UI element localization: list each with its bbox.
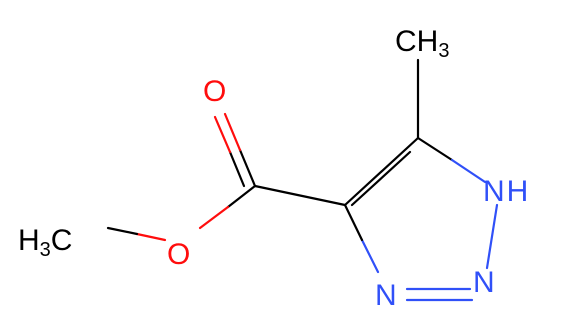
bond-c4-carbonyl xyxy=(253,184,347,207)
atom-o-ester: O xyxy=(167,238,190,271)
bond-carbonyl-o-double-carbon-half xyxy=(228,150,246,188)
bond-c5-c4-double xyxy=(350,150,412,207)
bond-n3-c4-nitrogen-half xyxy=(360,238,380,274)
atom-ch3-top: CH3 xyxy=(395,25,449,62)
bond-ester-o-methyl-oxygen-half xyxy=(135,232,167,242)
atom-nh: NH xyxy=(483,175,528,208)
bond-n1-n2 xyxy=(485,203,499,270)
atom-h3c-left: H3C xyxy=(18,224,72,261)
bond-carbonyl-o-oxygen-half xyxy=(223,112,242,152)
bonds xyxy=(106,58,499,302)
atom-n-right: N xyxy=(473,266,495,299)
atom-o-carbonyl: O xyxy=(203,75,226,108)
bond-ester-o-methyl-carbon-half xyxy=(106,226,139,236)
bond-c5-n1-nitrogen-half xyxy=(450,158,487,184)
bond-c5-n1-carbon-half xyxy=(416,136,454,162)
bond-carbonyl-ester-o-carbon-half xyxy=(226,184,257,209)
bond-carbonyl-ester-o-oxygen-half xyxy=(198,205,230,230)
atom-n-left: N xyxy=(375,279,397,312)
bond-n3-c4-carbon-half xyxy=(343,203,364,242)
bond-c5-c4 xyxy=(343,136,420,207)
atom-labels: CH3 O NH H3C O N N xyxy=(18,25,528,312)
bond-carbonyl-o-double-oxygen-half xyxy=(213,115,232,154)
bond-carbonyl-o-carbon-half xyxy=(238,148,257,188)
